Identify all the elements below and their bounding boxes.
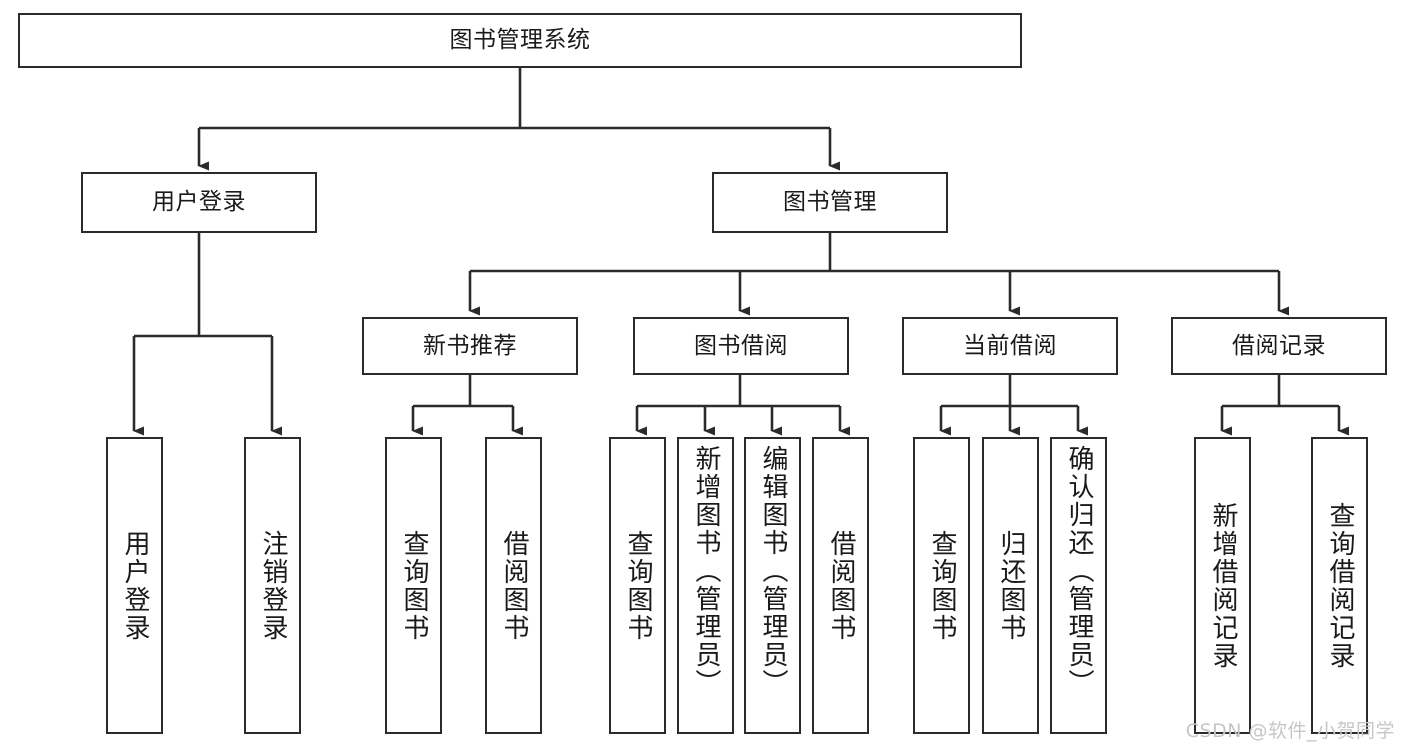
- node-borrow-record-label: 借阅记录: [1232, 332, 1326, 359]
- leaf-logout[interactable]: 注销登录: [244, 437, 301, 734]
- leaf-borrow-edit-book-admin[interactable]: 编辑图书（管理员）: [744, 437, 801, 734]
- leaf-current-return-book-label: 归还图书: [996, 529, 1027, 642]
- leaf-borrow-borrow-book-label: 借阅图书: [826, 529, 857, 642]
- node-book-borrow-label: 图书借阅: [694, 332, 788, 359]
- leaf-user-login-label: 用户登录: [120, 529, 151, 642]
- leaf-current-confirm-return-admin-label: 确认归还（管理员）: [1064, 445, 1095, 697]
- leaf-borrow-add-book-admin-label: 新增图书（管理员）: [691, 445, 722, 697]
- leaf-recommend-query-book-label: 查询图书: [399, 529, 430, 642]
- node-borrow-record[interactable]: 借阅记录: [1171, 317, 1387, 375]
- leaf-borrow-edit-book-admin-label: 编辑图书（管理员）: [758, 445, 789, 697]
- node-root-system-label: 图书管理系统: [449, 27, 591, 54]
- node-book-management[interactable]: 图书管理: [712, 172, 948, 233]
- leaf-current-confirm-return-admin[interactable]: 确认归还（管理员）: [1050, 437, 1107, 734]
- leaf-recommend-borrow-book-label: 借阅图书: [499, 529, 530, 642]
- leaf-current-query-book-label: 查询图书: [927, 529, 958, 642]
- leaf-recommend-borrow-book[interactable]: 借阅图书: [485, 437, 542, 734]
- leaf-borrow-borrow-book[interactable]: 借阅图书: [812, 437, 869, 734]
- node-user-login-label: 用户登录: [152, 189, 246, 216]
- leaf-logout-label: 注销登录: [258, 529, 289, 642]
- leaf-record-query-label: 查询借阅记录: [1325, 501, 1356, 670]
- node-user-login[interactable]: 用户登录: [81, 172, 317, 233]
- node-new-book-recommendation[interactable]: 新书推荐: [362, 317, 578, 375]
- leaf-user-login[interactable]: 用户登录: [106, 437, 163, 734]
- leaf-current-return-book[interactable]: 归还图书: [982, 437, 1039, 734]
- node-root-system[interactable]: 图书管理系统: [18, 13, 1022, 68]
- csdn-watermark: CSDN @软件_小贺同学: [1185, 720, 1395, 742]
- leaf-record-query[interactable]: 查询借阅记录: [1311, 437, 1368, 734]
- node-current-borrow[interactable]: 当前借阅: [902, 317, 1118, 375]
- leaf-current-query-book[interactable]: 查询图书: [913, 437, 970, 734]
- leaf-record-add-label: 新增借阅记录: [1208, 501, 1239, 670]
- leaf-borrow-add-book-admin[interactable]: 新增图书（管理员）: [677, 437, 734, 734]
- leaf-borrow-query-book[interactable]: 查询图书: [609, 437, 666, 734]
- leaf-recommend-query-book[interactable]: 查询图书: [385, 437, 442, 734]
- node-book-management-label: 图书管理: [783, 189, 877, 216]
- node-current-borrow-label: 当前借阅: [963, 332, 1057, 359]
- leaf-record-add[interactable]: 新增借阅记录: [1194, 437, 1251, 734]
- leaf-borrow-query-book-label: 查询图书: [623, 529, 654, 642]
- node-book-borrow[interactable]: 图书借阅: [633, 317, 849, 375]
- node-new-book-recommendation-label: 新书推荐: [423, 332, 517, 359]
